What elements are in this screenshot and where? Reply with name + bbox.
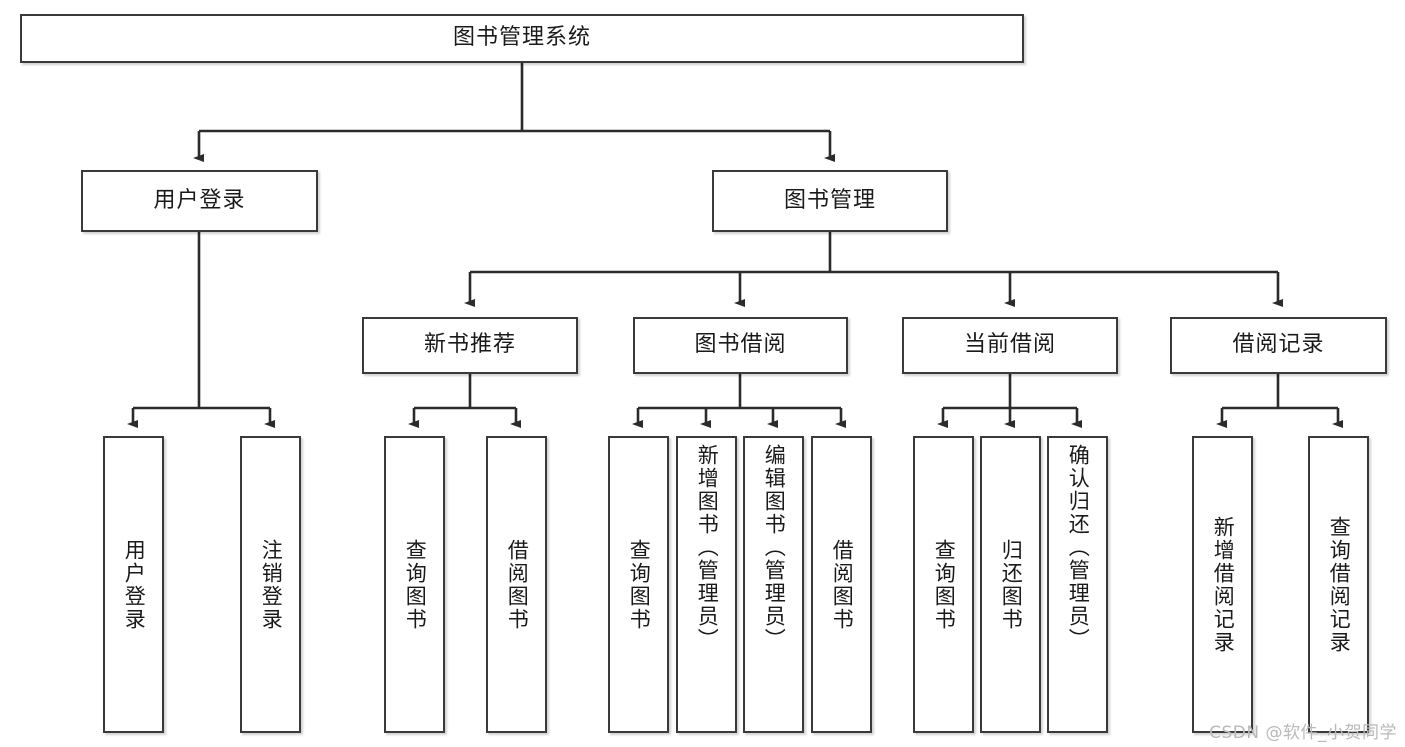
- leaf-logout[interactable]: 注销登录: [240, 436, 301, 733]
- node-label: 查询图书: [403, 538, 428, 631]
- node-label: 新书推荐: [423, 332, 516, 358]
- node-label: 图书管理系统: [452, 25, 591, 51]
- leaf-query-borrowing-record[interactable]: 查询借阅记录: [1308, 436, 1369, 733]
- node-label: 编辑图书（管理员）: [762, 444, 787, 651]
- node-current-borrowing[interactable]: 当前借阅: [902, 317, 1118, 374]
- leaf-add-borrowing-record[interactable]: 新增借阅记录: [1192, 436, 1253, 733]
- node-user-login[interactable]: 用户登录: [81, 170, 318, 232]
- node-borrowing-records[interactable]: 借阅记录: [1170, 317, 1387, 374]
- leaf-user-login[interactable]: 用户登录: [103, 436, 164, 733]
- node-label: 借阅图书: [505, 538, 530, 631]
- node-label: 确认归还（管理员）: [1066, 444, 1091, 651]
- leaf-query-books-recommendation[interactable]: 查询图书: [384, 436, 445, 733]
- node-label: 归还图书: [999, 538, 1024, 631]
- leaf-edit-book-admin[interactable]: 编辑图书（管理员）: [743, 436, 804, 733]
- node-label: 用户登录: [122, 538, 147, 631]
- leaf-query-books-borrowing[interactable]: 查询图书: [608, 436, 669, 733]
- node-label: 查询借阅记录: [1327, 515, 1352, 654]
- node-label: 新增图书（管理员）: [695, 444, 720, 651]
- node-label: 图书管理: [783, 187, 876, 213]
- node-label: 新增借阅记录: [1211, 515, 1236, 654]
- leaf-borrow-books-recommendation[interactable]: 借阅图书: [486, 436, 547, 733]
- node-label: 借阅记录: [1232, 332, 1325, 358]
- node-label: 注销登录: [259, 538, 284, 631]
- leaf-confirm-return-admin[interactable]: 确认归还（管理员）: [1047, 436, 1108, 733]
- watermark: CSDN @软件_小贺同学: [1209, 723, 1397, 743]
- node-book-management[interactable]: 图书管理: [712, 170, 948, 232]
- node-label: 当前借阅: [963, 332, 1056, 358]
- node-label: 用户登录: [153, 187, 246, 213]
- node-root-library-management-system[interactable]: 图书管理系统: [20, 14, 1024, 63]
- node-book-borrowing[interactable]: 图书借阅: [633, 317, 848, 374]
- leaf-borrow-books[interactable]: 借阅图书: [811, 436, 872, 733]
- node-label: 图书借阅: [694, 332, 787, 358]
- leaf-query-books-current[interactable]: 查询图书: [913, 436, 974, 733]
- node-label: 查询图书: [627, 538, 652, 631]
- leaf-return-books[interactable]: 归还图书: [980, 436, 1041, 733]
- leaf-add-book-admin[interactable]: 新增图书（管理员）: [676, 436, 737, 733]
- node-new-book-recommendation[interactable]: 新书推荐: [362, 317, 578, 374]
- node-label: 借阅图书: [830, 538, 855, 631]
- node-label: 查询图书: [932, 538, 957, 631]
